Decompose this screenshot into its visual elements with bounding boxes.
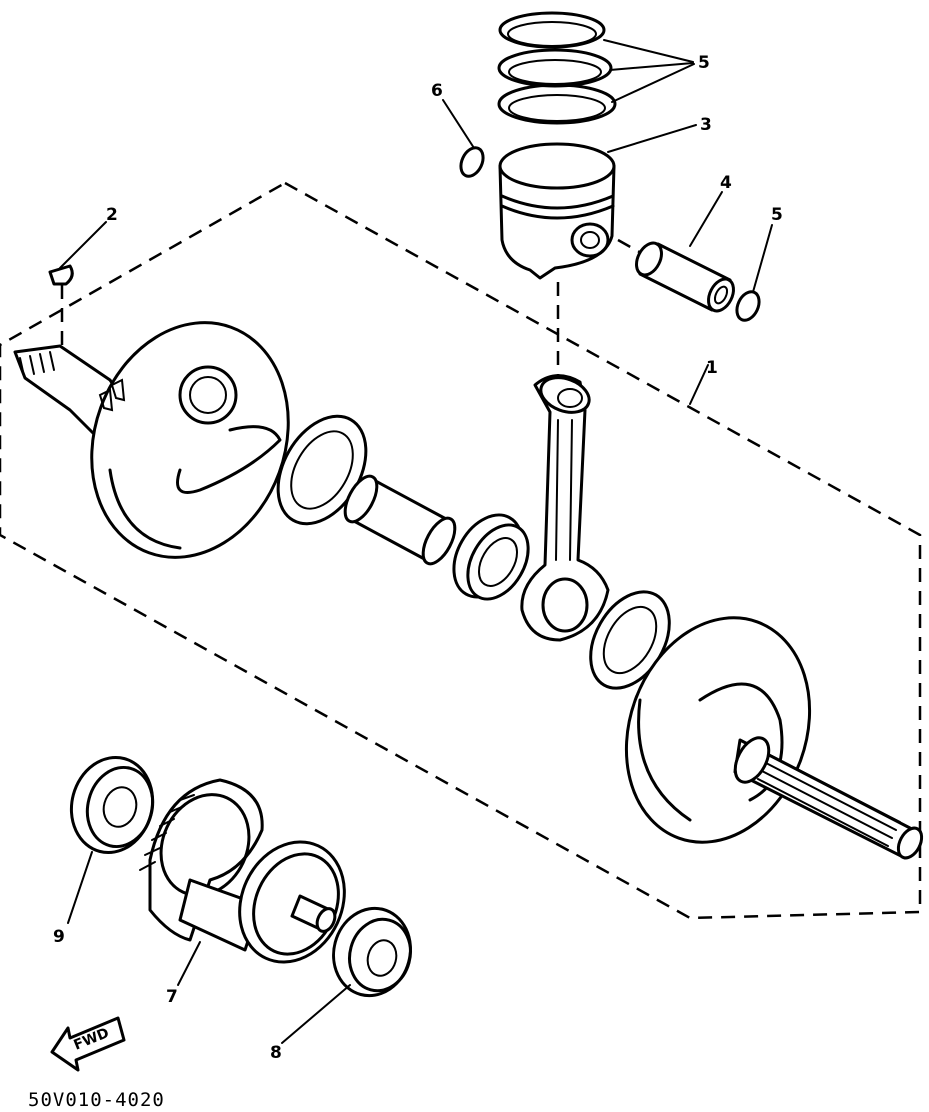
callout-9: 9	[53, 927, 65, 947]
balancer-shaft	[139, 778, 346, 964]
piston	[498, 142, 616, 280]
crank-pin	[343, 474, 457, 566]
circlip-left	[459, 146, 485, 178]
right-crank-half	[624, 616, 924, 860]
woodruff-key	[48, 264, 74, 286]
connecting-rod	[520, 374, 610, 642]
piston-pin	[635, 241, 735, 313]
needle-bearing	[452, 513, 530, 601]
crankshaft-assembly-boundary	[0, 181, 922, 920]
forward-direction-arrow: FWD	[50, 1016, 126, 1072]
callout-7: 7	[166, 987, 178, 1007]
drawing-code: 50V010-4020	[28, 1089, 165, 1111]
bearing-9	[69, 755, 155, 855]
callout-5-right: 5	[771, 205, 783, 225]
bearing-8	[332, 906, 412, 998]
leader-lines	[59, 39, 773, 1044]
callout-6-left: 6	[431, 81, 443, 101]
callout-4: 4	[720, 173, 732, 193]
callout-5-top: 5	[698, 53, 710, 73]
left-crank-half	[13, 321, 290, 559]
callout-3: 3	[700, 115, 712, 135]
circlip-right	[735, 290, 761, 322]
callout-8: 8	[270, 1043, 282, 1063]
piston-rings	[497, 11, 617, 125]
callout-2: 2	[106, 205, 118, 225]
callout-1: 1	[706, 358, 718, 378]
